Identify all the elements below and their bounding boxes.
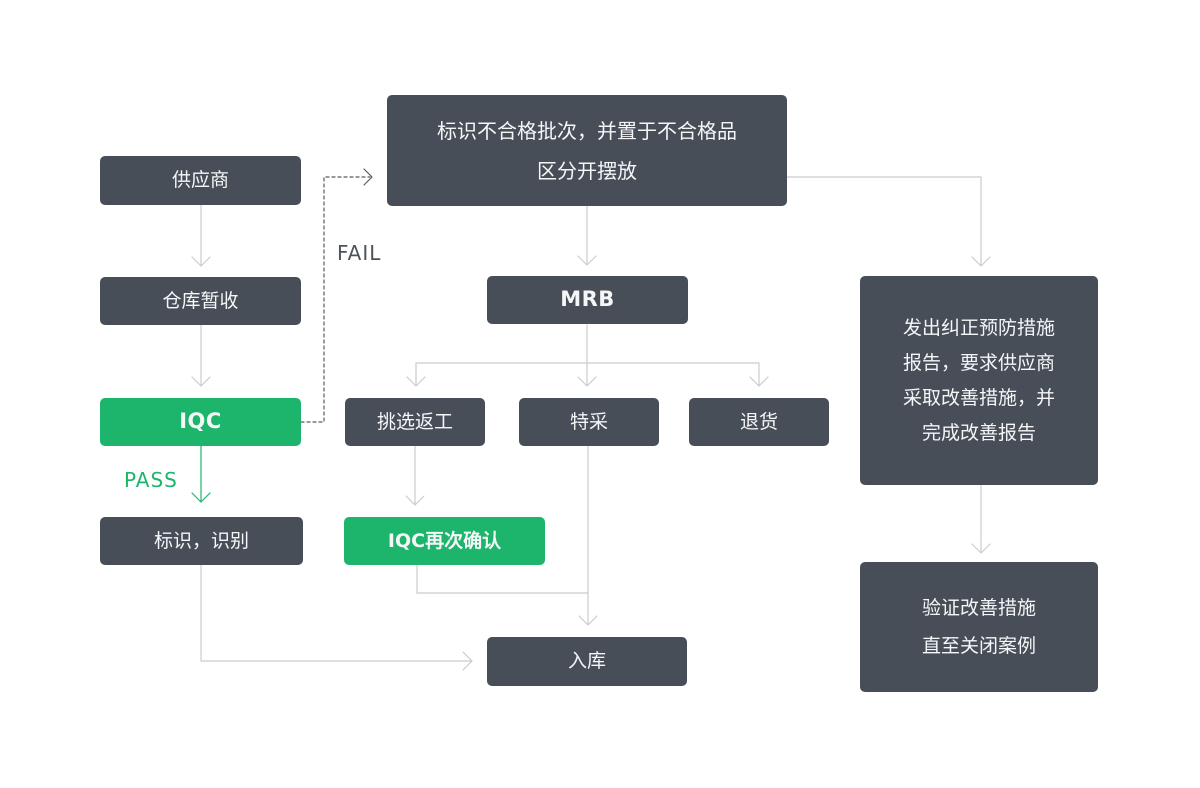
fail-label: FAIL	[337, 241, 382, 265]
node-iqc-label: IQC	[179, 409, 222, 434]
edge-split-return	[749, 362, 769, 387]
node-storage-label: 入库	[567, 650, 606, 673]
node-nonconforming-line1: 标识不合格批次，并置于不合格品	[437, 118, 737, 143]
edge-special-storage	[578, 445, 598, 626]
edge-mrb-split	[415, 324, 760, 364]
node-warehouse-receive: 仓库暂收	[100, 277, 301, 325]
edge-warehouse-iqc	[191, 324, 211, 387]
node-mrb-label: MRB	[560, 287, 615, 312]
node-iqc-recheck: IQC再次确认	[344, 517, 545, 565]
node-special-accept: 特采	[519, 398, 659, 446]
node-verify-line1: 验证改善措施	[921, 597, 1036, 619]
edge-split-special	[577, 362, 597, 387]
node-iqc: IQC	[100, 398, 301, 446]
edge-capa-verify	[971, 484, 991, 554]
edge-nonconforming-capa	[786, 176, 991, 267]
edge-supplier-warehouse	[191, 204, 211, 267]
edge-rework-recheck	[405, 445, 425, 506]
node-verify-line2: 直至关闭案例	[921, 635, 1036, 657]
node-special-accept-label: 特采	[569, 410, 608, 433]
edge-iqc-fail-dashed	[300, 176, 371, 423]
edge-split-rework	[406, 362, 426, 387]
node-mark-identify: 标识，识别	[100, 517, 303, 565]
node-sort-rework: 挑选返工	[345, 398, 485, 446]
node-capa-line2: 报告，要求供应商	[902, 351, 1055, 374]
edge-nonconforming-mrb	[577, 205, 597, 266]
node-mrb: MRB	[487, 276, 688, 324]
node-verify-close: 验证改善措施 直至关闭案例	[860, 562, 1098, 692]
node-capa-line1: 发出纠正预防措施	[902, 316, 1055, 339]
node-warehouse-receive-label: 仓库暂收	[162, 289, 239, 312]
node-nonconforming: 标识不合格批次，并置于不合格品 区分开摆放	[387, 95, 787, 206]
node-mark-identify-label: 标识，识别	[153, 529, 249, 552]
pass-label: PASS	[124, 468, 178, 492]
edge-iqc-fail-arrowhead	[363, 168, 373, 186]
node-storage: 入库	[487, 637, 687, 686]
node-supplier-label: 供应商	[171, 169, 229, 192]
node-supplier: 供应商	[100, 156, 301, 205]
edge-recheck-merge	[416, 564, 589, 594]
node-sort-rework-label: 挑选返工	[376, 410, 453, 433]
node-capa-line4: 完成改善报告	[921, 421, 1036, 444]
node-return-goods: 退货	[689, 398, 829, 446]
edge-mark-storage	[200, 564, 473, 671]
node-iqc-recheck-label: IQC再次确认	[387, 529, 502, 552]
node-capa-report: 发出纠正预防措施 报告，要求供应商 采取改善措施，并 完成改善报告	[860, 276, 1098, 485]
node-nonconforming-line2: 区分开摆放	[537, 158, 637, 183]
node-capa-line3: 采取改善措施，并	[902, 386, 1055, 409]
node-return-goods-label: 退货	[739, 410, 778, 433]
edge-iqc-pass	[191, 445, 211, 503]
